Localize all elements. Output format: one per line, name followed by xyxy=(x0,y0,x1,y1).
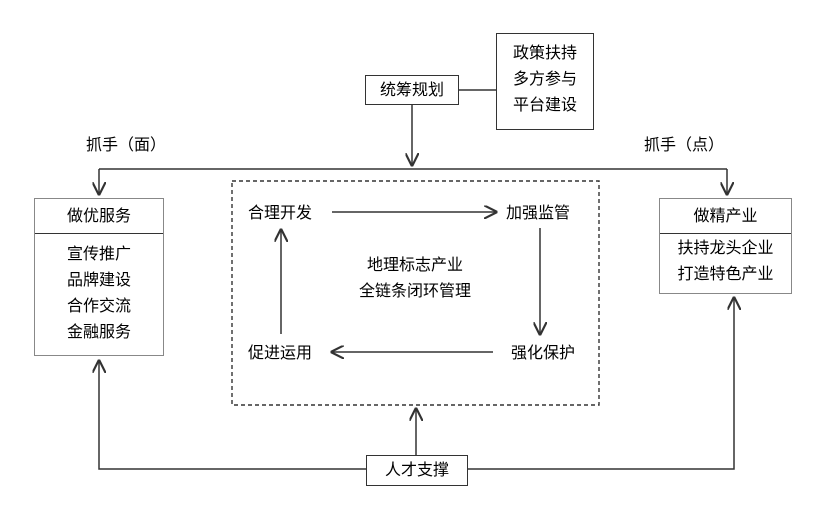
right-panel-item: 打造特色产业 xyxy=(677,264,774,283)
left-panel-title: 做优服务 xyxy=(35,199,163,234)
right-panel-industry: 做精产业 扶持龙头企业 打造特色产业 xyxy=(659,198,792,294)
cycle-step-bottom-right: 强化保护 xyxy=(511,343,576,362)
talent-label: 人才支撑 xyxy=(384,460,449,479)
left-panel-item: 品牌建设 xyxy=(66,270,131,289)
cycle-title-line-2: 全链条闭环管理 xyxy=(358,281,471,300)
left-panel-item: 宣传推广 xyxy=(66,244,131,263)
grip-surface-label: 抓手（面） xyxy=(86,135,167,154)
cycle-center-title: 地理标志产业 全链条闭环管理 xyxy=(320,252,510,304)
right-panel-title: 做精产业 xyxy=(660,199,791,234)
grip-point-label: 抓手（点） xyxy=(644,135,725,154)
cycle-title-line-1: 地理标志产业 xyxy=(366,255,463,274)
planning-label: 统筹规划 xyxy=(379,80,444,99)
right-panel-item: 扶持龙头企业 xyxy=(677,238,774,257)
talent-box: 人才支撑 xyxy=(366,455,468,486)
planning-box: 统筹规划 xyxy=(365,75,459,105)
policy-box: 政策扶持 多方参与 平台建设 xyxy=(496,33,594,130)
cycle-step-top-left: 合理开发 xyxy=(248,203,313,222)
talent-right-path xyxy=(468,298,734,470)
right-panel-list: 扶持龙头企业 打造特色产业 xyxy=(660,235,791,287)
left-panel-service: 做优服务 宣传推广 品牌建设 合作交流 金融服务 xyxy=(34,198,164,356)
left-panel-list: 宣传推广 品牌建设 合作交流 金融服务 xyxy=(35,241,163,345)
cycle-step-bottom-left: 促进运用 xyxy=(248,343,313,362)
center-cycle-frame xyxy=(231,180,600,406)
talent-left-path xyxy=(99,361,366,470)
left-panel-item: 金融服务 xyxy=(66,322,131,341)
left-panel-item: 合作交流 xyxy=(66,296,131,315)
policy-line-2: 多方参与 xyxy=(512,69,577,88)
policy-line-1: 政策扶持 xyxy=(512,43,577,62)
policy-line-3: 平台建设 xyxy=(512,95,577,114)
cycle-step-top-right: 加强监管 xyxy=(506,203,571,222)
